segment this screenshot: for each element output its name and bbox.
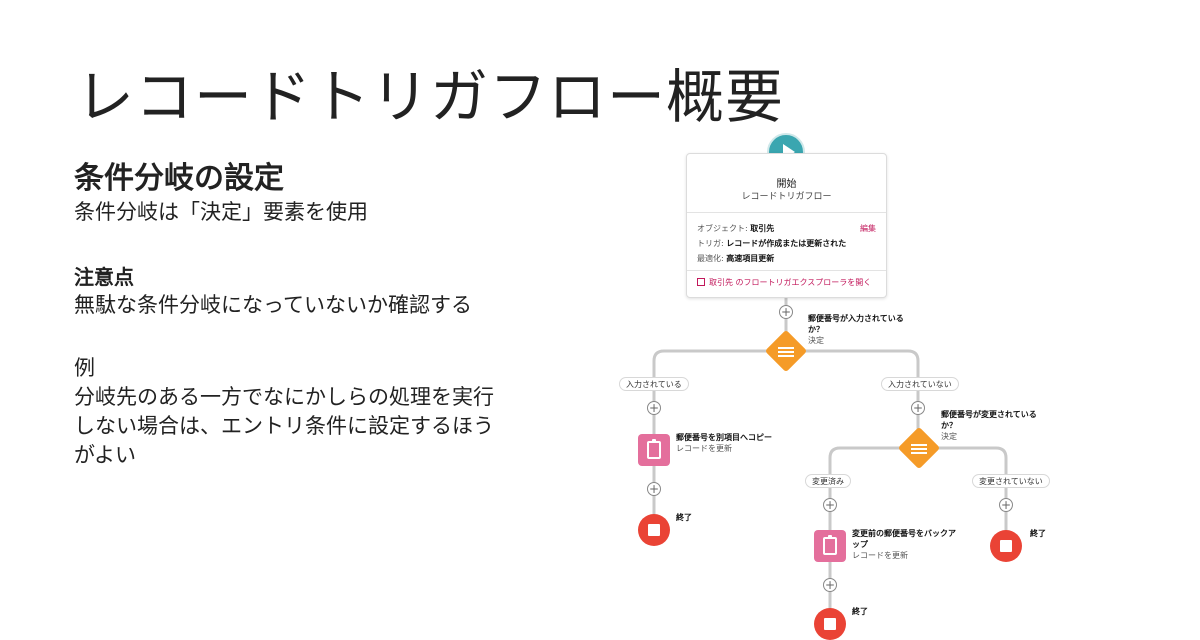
end-node-1[interactable] (638, 514, 670, 546)
example-heading: 例 (74, 356, 95, 380)
card-divider (687, 270, 886, 271)
example-line-2: しない場合は、エントリ条件に設定するほう (74, 414, 494, 438)
end-1-label: 終了 (676, 513, 692, 522)
example-section: 例 分岐先のある一方でなにかしらの処理を実行 しない場合は、エントリ条件に設定す… (74, 354, 494, 470)
end-2-label: 終了 (852, 607, 868, 616)
assign-1-type: レコードを更新 (676, 444, 732, 453)
decision-2-label-2: か？ (941, 421, 957, 430)
section-heading: 条件分岐の設定 (74, 161, 284, 196)
trigger-row: トリガ: レコードが作成または更新された (697, 239, 847, 248)
decision-2-type: 決定 (941, 432, 957, 441)
update-record-node-2[interactable] (814, 530, 846, 562)
example-line-3: がよい (74, 443, 136, 467)
card-divider (687, 212, 886, 213)
add-element-plus-icon[interactable]: + (823, 498, 837, 512)
end-node-2[interactable] (814, 608, 846, 640)
connector-d1-right (800, 349, 920, 430)
decision-icon (911, 442, 927, 454)
decision-icon (778, 345, 794, 357)
condition-section: 条件分岐の設定 条件分岐は「決定」要素を使用 (74, 160, 368, 227)
connector-d2-left (828, 446, 906, 532)
add-element-plus-icon[interactable]: + (647, 401, 661, 415)
decision-1-type: 決定 (808, 336, 824, 345)
assign-2-type: レコードを更新 (852, 551, 908, 560)
end-node-3[interactable] (990, 530, 1022, 562)
assign-2-label-2: ップ (852, 540, 868, 549)
note-body: 無駄な条件分岐になっていないか確認する (74, 293, 472, 317)
trigger-explorer-link[interactable]: 取引先 のフロートリガエクスプローラを開く (697, 277, 871, 288)
outcome-changed[interactable]: 変更済み (805, 474, 851, 488)
example-line-1: 分岐先のある一方でなにかしらの処理を実行 (74, 385, 494, 409)
outcome-not-entered[interactable]: 入力されていない (881, 377, 959, 391)
add-element-plus-icon[interactable]: + (647, 482, 661, 496)
end-3-label: 終了 (1030, 529, 1046, 538)
connector-d2-right (932, 446, 1008, 532)
assign-2-label-1: 変更前の郵便番号をバックア (852, 529, 956, 538)
section-body: 条件分岐は「決定」要素を使用 (74, 200, 368, 224)
note-heading: 注意点 (74, 265, 134, 289)
external-link-icon (697, 278, 705, 286)
optimize-row: 最適化: 高速項目更新 (697, 254, 775, 263)
note-section: 注意点 無駄な条件分岐になっていないか確認する (74, 263, 472, 320)
connector-d1-left (652, 349, 772, 438)
edit-link[interactable]: 編集 (860, 224, 876, 233)
start-node-card[interactable]: 開始 レコードトリガフロー オブジェクト: 取引先 編集 トリガ: レコードが作… (686, 153, 887, 298)
start-subtitle: レコードトリガフロー (741, 192, 832, 202)
add-element-plus-icon[interactable]: + (779, 305, 793, 319)
start-title: 開始 (776, 179, 797, 190)
decision-1-label-1: 郵便番号が入力されている (808, 314, 904, 323)
add-element-plus-icon[interactable]: + (823, 578, 837, 592)
update-record-node-1[interactable] (638, 434, 670, 466)
decision-2-label-1: 郵便番号が変更されている (941, 410, 1037, 419)
object-row: オブジェクト: 取引先 (697, 224, 775, 233)
add-element-plus-icon[interactable]: + (999, 498, 1013, 512)
slide-title: レコードトリガフロー概要 (76, 63, 785, 131)
assign-1-label: 郵便番号を別項目へコピー (676, 433, 772, 442)
decision-1-label-2: か？ (808, 325, 824, 334)
add-element-plus-icon[interactable]: + (911, 401, 925, 415)
outcome-not-changed[interactable]: 変更されていない (972, 474, 1050, 488)
outcome-entered[interactable]: 入力されている (619, 377, 689, 391)
